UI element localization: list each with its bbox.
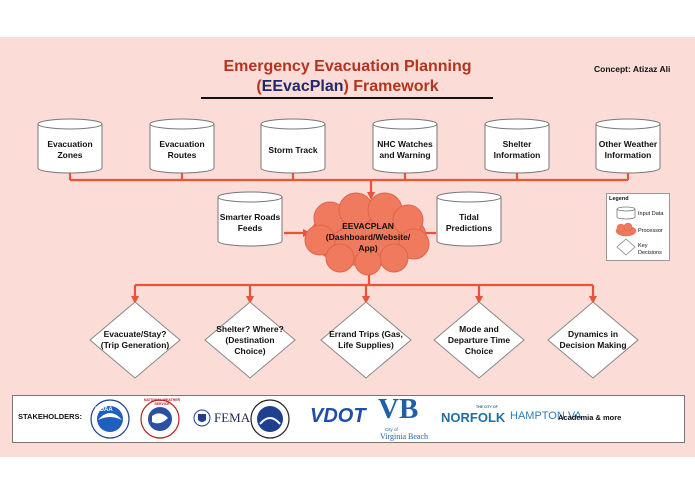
concept-credit: Concept: Atizaz Ali [594,64,671,74]
dhs-seal [193,409,211,427]
cylinder-evacuation-zones [37,118,103,174]
noaa-text: NOAA [95,407,113,413]
academia-text: Academia & more [558,413,622,422]
legend-box [606,193,670,261]
cylinder-nhc-watches [372,118,438,174]
norfolk-text: NORFOLK [441,410,506,425]
fema-text: FEMA [214,410,251,425]
diamond-dynamics [547,301,639,379]
vb-city-text: City of [385,427,398,432]
cylinder-smarter-roads [217,191,283,247]
usdot-logo [250,399,290,439]
cylinder-evacuation-routes [149,118,215,174]
legend-symbols [615,206,637,256]
input-cylinders [37,118,661,247]
legend-title: Legend [609,196,629,202]
decision-connectors [131,266,597,304]
title-line-1: Emergency Evacuation Planning [223,58,472,75]
cylinder-storm-track [260,118,326,174]
diamond-mode [433,301,525,379]
title-line-2: (EEvacPlan) Framework [256,78,439,95]
noaa-logo [90,399,130,439]
nws-logo [140,399,180,439]
vdot-text: VDOT [310,405,366,427]
legend-input-label: Input Data [638,211,664,217]
hampton-text: HAMPTON VA [510,410,582,422]
nws-text: NATIONAL WEATHER SERVICE [143,398,181,406]
vb-name-text: Virginia Beach [380,432,429,441]
cylinder-other-weather [595,118,661,174]
legend-processor-label: Processor [638,228,663,234]
decision-label-evacuate: Evacuate/Stay?(Trip Generation) [100,329,170,350]
diamond-errand [320,301,412,379]
cylinder-tidal-predictions [436,191,502,247]
cylinder-shelter-information [484,118,550,174]
processor-label: EEVACPLAN(Dashboard/Website/App) [325,220,411,253]
input-label-storm-track: Storm Track [268,144,318,155]
diamond-evacuate [89,301,181,379]
legend-cylinder-icon [616,206,636,220]
title-acronym: EEvacPlan [261,78,344,95]
processor-cloud [304,192,430,276]
legend-cloud-icon [615,222,637,237]
norfolk-small-text: THE CITY OF [476,405,498,409]
title-underline [201,97,493,99]
stakeholder-logos [90,399,290,439]
decision-diamonds [89,301,639,379]
legend-diamond-icon [616,238,636,256]
diamond-shelter [204,301,296,379]
vb-mark: VB [378,393,419,425]
decision-label-errand: Errand Trips (Gas,Life Supplies) [329,329,403,350]
stakeholders-label: STAKEHOLDERS: [18,412,83,421]
